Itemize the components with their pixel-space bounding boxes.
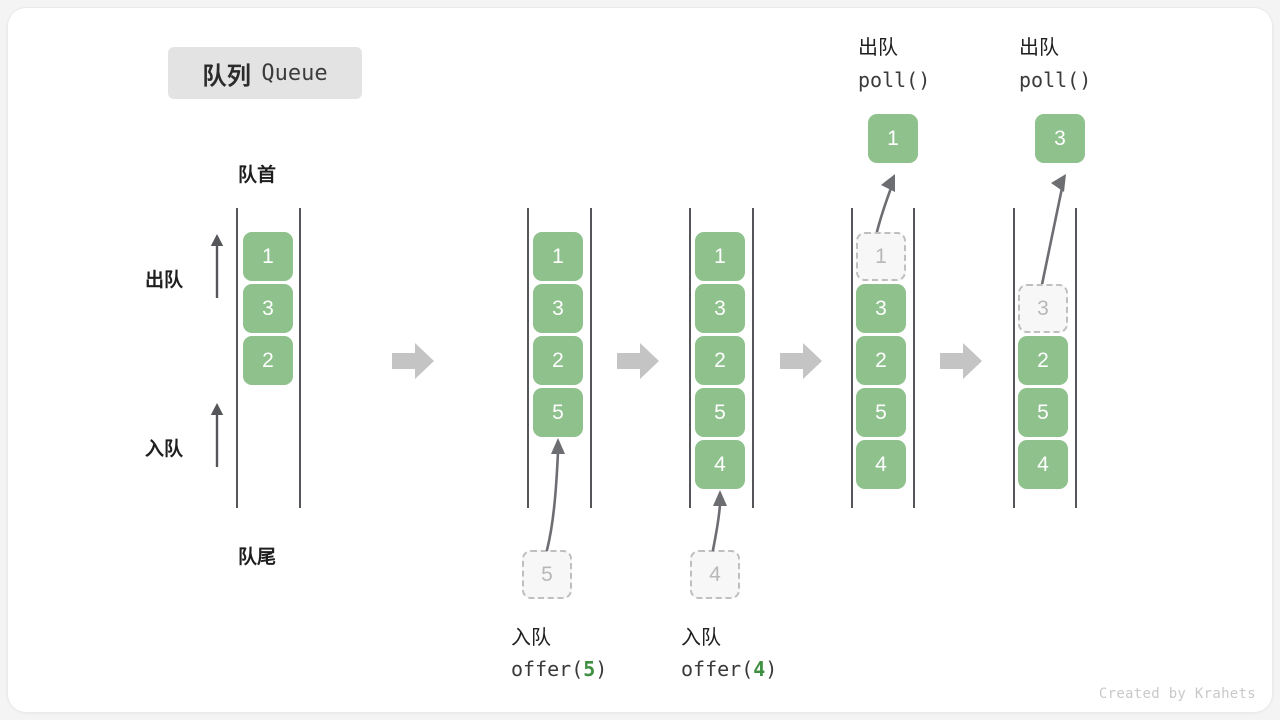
step-arrow-icon xyxy=(778,338,824,384)
code-suffix: ) xyxy=(595,657,608,681)
queue-cell: 5 xyxy=(856,388,906,437)
queue-rail-left-col1 xyxy=(236,208,238,508)
diagram-title-cn: 队列 xyxy=(202,62,252,90)
code-arg: 4 xyxy=(753,657,766,681)
queue-rail-right-col2 xyxy=(590,208,592,508)
incoming-ghost-cell: 5 xyxy=(522,550,572,599)
queue-rail-right-col3 xyxy=(752,208,754,508)
label-queue-front: 队首 xyxy=(238,165,277,186)
enqueue-direction-arrow-icon xyxy=(208,401,226,469)
caption-dequeue-cn-col5: 出队 xyxy=(1019,37,1059,59)
queue-cell: 4 xyxy=(1018,440,1068,489)
code-suffix: ) xyxy=(765,657,778,681)
label-queue-rear: 队尾 xyxy=(238,547,277,568)
queue-cell: 3 xyxy=(533,284,583,333)
queue-cell: 3 xyxy=(243,284,293,333)
queue-cell: 4 xyxy=(856,440,906,489)
queue-rail-right-col5 xyxy=(1075,208,1077,508)
queue-cell: 2 xyxy=(533,336,583,385)
code-prefix: offer( xyxy=(681,657,754,681)
queue-cell: 1 xyxy=(243,232,293,281)
label-enqueue-direction: 入队 xyxy=(145,439,184,460)
queue-cell: 2 xyxy=(856,336,906,385)
step-arrow-icon xyxy=(938,338,984,384)
queue-rail-right-col1 xyxy=(299,208,301,508)
caption-enqueue-cn-col2: 入队 xyxy=(511,627,551,649)
diagram-title-chip: 队列 Queue xyxy=(168,47,362,99)
queue-cell: 3 xyxy=(856,284,906,333)
queue-cell: 4 xyxy=(695,440,745,489)
incoming-ghost-cell: 4 xyxy=(690,550,740,599)
queue-rail-right-col4 xyxy=(913,208,915,508)
caption-dequeue-code-col5: poll() xyxy=(1019,68,1092,92)
queue-cell: 5 xyxy=(695,388,745,437)
queue-cell: 5 xyxy=(533,388,583,437)
queue-cell: 1 xyxy=(695,232,745,281)
code-prefix: offer( xyxy=(511,657,584,681)
queue-cell-removed: 1 xyxy=(856,232,906,281)
queue-rail-left-col3 xyxy=(689,208,691,508)
dequeue-direction-arrow-icon xyxy=(208,232,226,300)
code-arg: 5 xyxy=(583,657,596,681)
queue-rail-left-col5 xyxy=(1013,208,1015,508)
credit-text: Created by Krahets xyxy=(1098,686,1256,702)
step-arrow-icon xyxy=(390,338,436,384)
queue-cell: 5 xyxy=(1018,388,1068,437)
caption-enqueue-code-col2: offer(5) xyxy=(511,657,607,681)
step-arrow-icon xyxy=(615,338,661,384)
caption-dequeue-cn-col4: 出队 xyxy=(858,37,898,59)
queue-cell: 2 xyxy=(243,336,293,385)
dequeued-cell: 3 xyxy=(1035,114,1085,163)
queue-cell: 2 xyxy=(1018,336,1068,385)
caption-dequeue-code-col4: poll() xyxy=(858,68,931,92)
diagram-title-en: Queue xyxy=(261,60,328,86)
queue-cell: 3 xyxy=(695,284,745,333)
caption-enqueue-code-col3: offer(4) xyxy=(681,657,777,681)
caption-enqueue-cn-col3: 入队 xyxy=(681,627,721,649)
queue-rail-left-col2 xyxy=(527,208,529,508)
queue-rail-left-col4 xyxy=(851,208,853,508)
label-dequeue-direction: 出队 xyxy=(145,270,184,291)
queue-cell: 1 xyxy=(533,232,583,281)
queue-cell-removed: 3 xyxy=(1018,284,1068,333)
dequeued-cell: 1 xyxy=(868,114,918,163)
queue-cell: 2 xyxy=(695,336,745,385)
